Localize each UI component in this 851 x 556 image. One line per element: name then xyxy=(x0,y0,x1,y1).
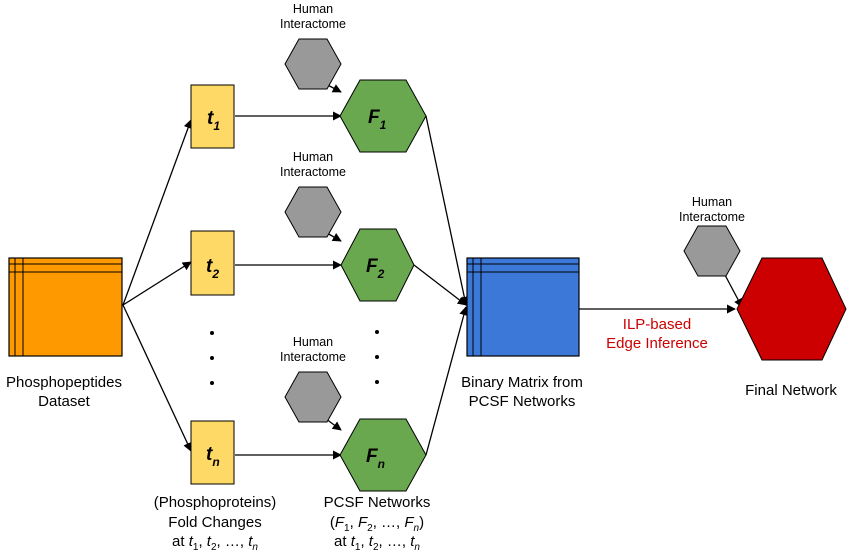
pcsf-f1-sub: 1 xyxy=(380,118,387,132)
caption-pcsf-line2: (F1, F2, …, Fn) xyxy=(330,514,424,534)
caption-pcsf-networks: PCSF Networks (F1, F2, …, Fn) at t1, t2,… xyxy=(324,494,431,553)
interactome-node-3: Human Interactome xyxy=(280,335,346,423)
pcsf-f1-var: F xyxy=(368,107,381,128)
matrix-label-line1: Binary Matrix from xyxy=(461,374,583,391)
pcsf-fn-var: F xyxy=(366,446,379,467)
interactome-2-line1: Human xyxy=(293,150,333,164)
arrow-dataset-to-t1 xyxy=(122,119,193,306)
interactome-node-4: Human Interactome xyxy=(679,195,745,277)
final-network-label: Final Network xyxy=(745,382,837,399)
pcsf-f2-var: F xyxy=(366,256,379,277)
arrow-dataset-to-tn xyxy=(122,304,192,452)
arrow-interactome4-to-final xyxy=(724,274,743,308)
interactome-1-line1: Human xyxy=(293,2,333,16)
dataset-table-icon xyxy=(8,257,123,357)
caption-fold-line1: (Phosphoproteins) xyxy=(154,494,277,511)
pcsf-f2-sub: 2 xyxy=(377,267,385,281)
interactome-2-line2: Interactome xyxy=(280,165,346,179)
timepoint-ellipsis xyxy=(210,331,214,385)
timepoint-t1-sub: 1 xyxy=(213,119,220,133)
timepoint-tn-var: t xyxy=(206,444,213,465)
caption-pcsf-line1: PCSF Networks xyxy=(324,494,431,511)
dataset-label-line1: Phosphopeptides xyxy=(6,374,122,391)
interactome-3-line2: Interactome xyxy=(280,350,346,364)
pcsf-fn-sub: n xyxy=(378,457,385,471)
interactome-4-line2: Interactome xyxy=(679,210,745,224)
inference-label-line1: ILP-based xyxy=(623,316,691,333)
svg-text:Fn: Fn xyxy=(366,446,385,471)
svg-text:tn: tn xyxy=(206,444,220,469)
caption-fold-line2: Fold Changes xyxy=(168,514,261,531)
timepoint-t2-var: t xyxy=(206,256,213,277)
caption-fold-changes: (Phosphoproteins) Fold Changes at t1, t2… xyxy=(154,494,277,553)
timepoint-tn-sub: n xyxy=(212,455,219,469)
interactome-node-1: Human Interactome xyxy=(280,2,346,90)
caption-pcsf-line3: at t1, t2, …, tn xyxy=(334,533,420,553)
timepoint-t1-var: t xyxy=(207,108,214,129)
timepoint-t2-sub: 2 xyxy=(211,267,219,281)
svg-text:t1: t1 xyxy=(207,108,220,133)
svg-text:F1: F1 xyxy=(368,107,387,132)
arrow-f2-to-matrix xyxy=(413,264,467,306)
interactome-4-line1: Human xyxy=(692,195,732,209)
matrix-label-line2: PCSF Networks xyxy=(469,393,576,410)
arrow-fn-to-matrix xyxy=(425,306,469,456)
final-network-node xyxy=(736,257,847,361)
pcsf-node-f2: F2 xyxy=(340,228,415,302)
timepoint-box-t2: t2 xyxy=(190,230,235,296)
svg-text:t2: t2 xyxy=(206,256,219,281)
arrows xyxy=(122,79,743,460)
dataset-label-line2: Dataset xyxy=(38,393,91,410)
pcsf-node-fn: Fn xyxy=(339,418,427,492)
interactome-1-line2: Interactome xyxy=(280,17,346,31)
svg-text:F2: F2 xyxy=(366,256,385,281)
timepoint-box-t1: t1 xyxy=(190,84,235,149)
interactome-3-line1: Human xyxy=(293,335,333,349)
pcsf-ellipsis xyxy=(375,330,379,384)
pcsf-node-f1: F1 xyxy=(339,79,427,153)
inference-label-line2: Edge Inference xyxy=(606,335,708,352)
interactome-node-2: Human Interactome xyxy=(280,150,346,238)
arrow-f1-to-matrix xyxy=(425,115,469,306)
caption-fold-line3: at t1, t2, …, tn xyxy=(172,533,258,553)
arrow-dataset-to-t2 xyxy=(122,261,192,306)
binary-matrix-icon xyxy=(466,257,580,357)
timepoint-box-tn: tn xyxy=(190,420,235,485)
